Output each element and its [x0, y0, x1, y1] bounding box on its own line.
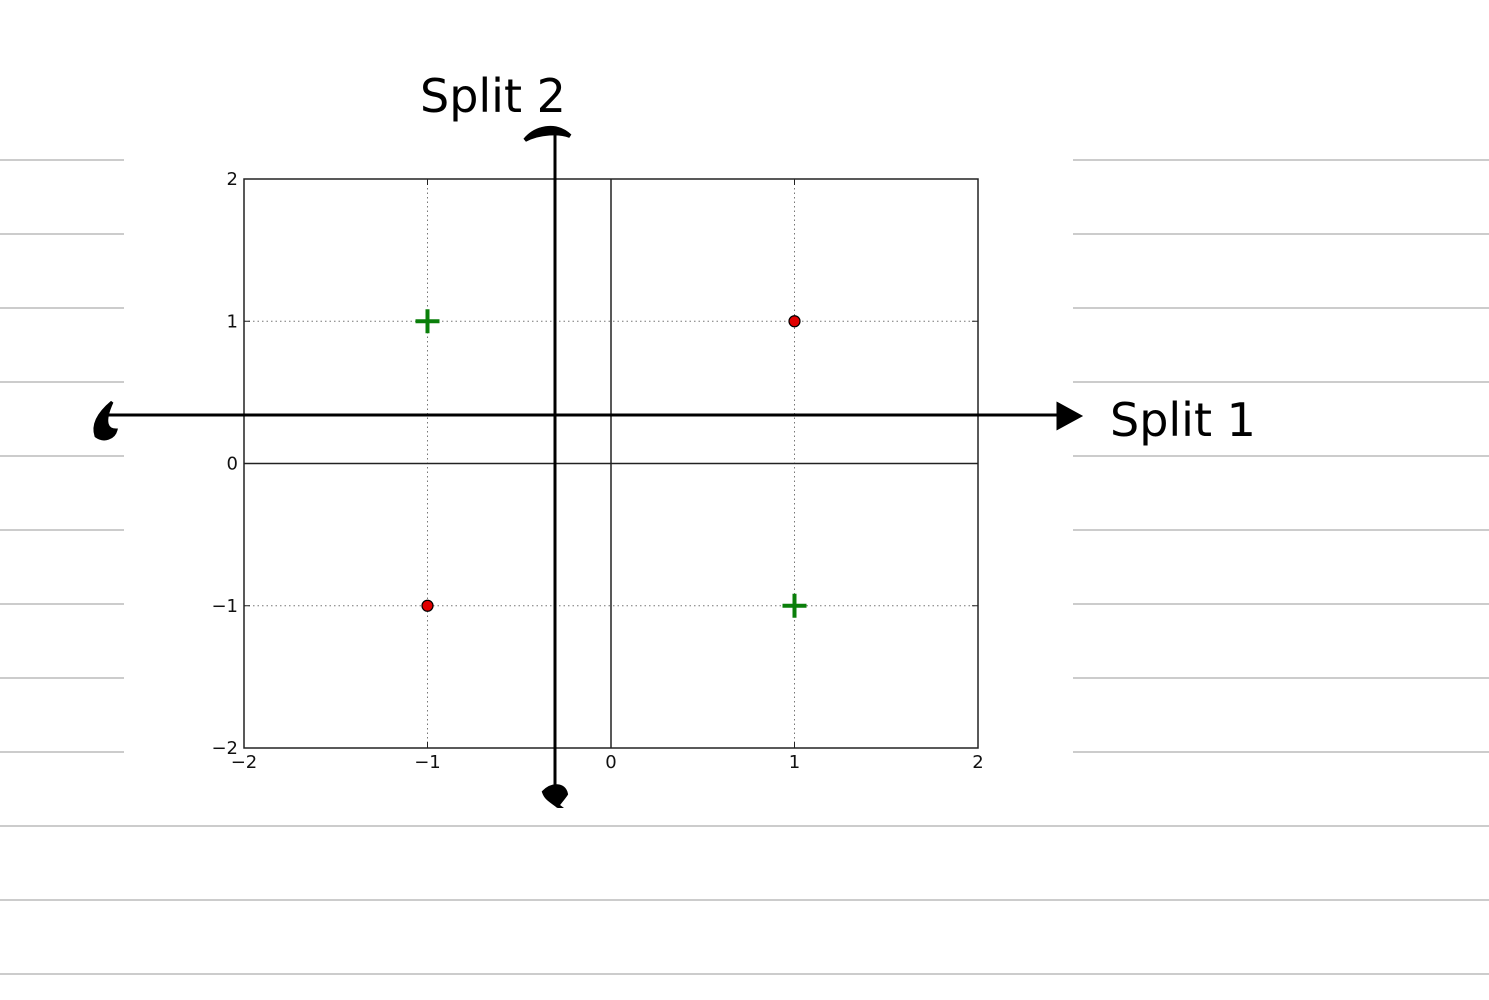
y-tick-label: 0	[227, 454, 238, 475]
tick-labels: −2 −1 0 1 2 −2 −1 0 1 2	[211, 169, 983, 773]
split1-arrow-left	[93, 400, 118, 441]
notebook-ruled-lines	[0, 159, 1489, 975]
y-tick-label: −2	[211, 738, 238, 759]
zero-lines	[244, 179, 978, 748]
x-tick-label: 0	[605, 752, 616, 773]
x-tick-label: −2	[231, 752, 258, 773]
split2-label: Split 2	[420, 69, 566, 123]
split2-arrow-down	[541, 784, 569, 809]
scatter-chart: −2 −1 0 1 2 −2 −1 0 1 2	[211, 169, 983, 773]
plus-marker	[782, 593, 807, 618]
x-tick-label: 2	[972, 752, 983, 773]
x-tick-label: 1	[789, 752, 800, 773]
x-tick-label: −1	[414, 752, 441, 773]
split1-label: Split 1	[1110, 393, 1256, 447]
data-points	[415, 309, 807, 618]
split1-arrow-right	[1056, 401, 1084, 431]
hand-drawn-axes: Split 2 Split 1	[93, 69, 1256, 809]
y-tick-label: 2	[227, 169, 238, 190]
circle-marker	[788, 315, 801, 328]
y-tick-label: 1	[227, 311, 238, 332]
split2-arrow-up	[523, 125, 572, 142]
plus-marker	[415, 309, 440, 334]
circle-marker	[421, 599, 434, 612]
y-tick-label: −1	[211, 596, 238, 617]
